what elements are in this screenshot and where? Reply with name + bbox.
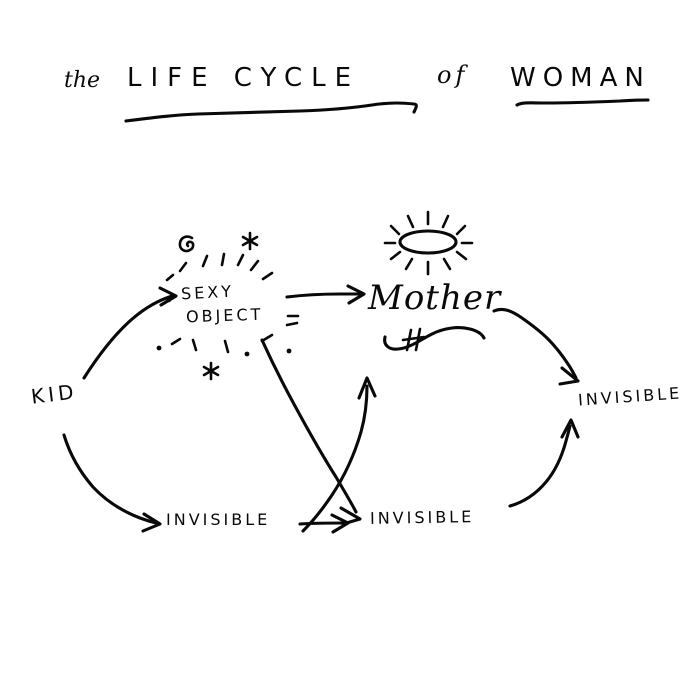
swirl-icon xyxy=(178,235,195,253)
mother-flourish xyxy=(383,326,486,352)
edge-kid-to-invisible-bottom-left xyxy=(62,433,162,533)
sparkles xyxy=(156,231,300,381)
title-word-the: the xyxy=(64,68,101,93)
edge-invisible-bl-to-mother xyxy=(301,376,377,533)
edge-invisible-bl-to-invisible-bc xyxy=(298,513,350,534)
title-underline-life-cycle xyxy=(124,101,418,123)
title-word-of: of xyxy=(437,61,469,89)
node-mother: Mother xyxy=(368,278,502,318)
node-invisible-bottom-left: INVISIBLE xyxy=(166,510,271,529)
edge-sexy-object-to-mother xyxy=(285,284,366,305)
title-underline-woman xyxy=(515,98,650,107)
title-word-life-cycle: LIFE CYCLE xyxy=(127,63,361,93)
halo-icon xyxy=(383,210,474,276)
star-icon-bottom xyxy=(202,361,220,381)
edge-sexy-object-to-invisible-bc xyxy=(260,338,362,526)
title-word-woman: WOMAN xyxy=(510,63,651,93)
edge-mother-to-invisible-right xyxy=(492,307,580,386)
node-sexy-object-line2: OBJECT xyxy=(185,304,264,327)
star-icon-top xyxy=(241,231,259,251)
node-invisible-bottom-center: INVISIBLE xyxy=(369,507,475,528)
edge-invisible-bc-to-invisible-right xyxy=(508,418,580,508)
node-sexy-object-line1: SEXY xyxy=(180,281,235,304)
edge-kid-to-sexy-object xyxy=(82,286,178,380)
